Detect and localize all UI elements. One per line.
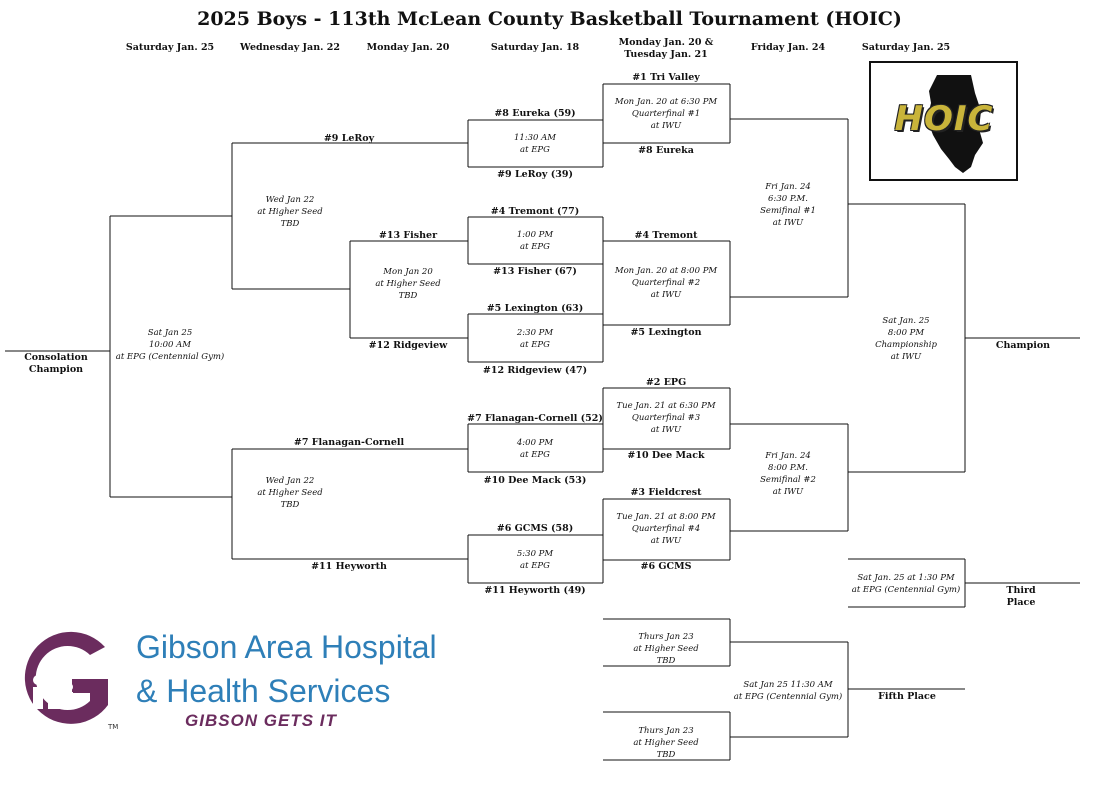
team-ridgeview: #12 Ridgeview	[368, 340, 448, 351]
team-flanagan-score: #7 Flanagan-Cornell (52)	[467, 413, 603, 424]
hoic-logo: HOIC	[869, 61, 1018, 181]
sponsor-trademark: TM	[108, 723, 119, 731]
team-tremont-score: #4 Tremont (77)	[490, 206, 580, 217]
team-tremont: #4 Tremont	[634, 230, 698, 241]
third-place-label: Third Place	[1006, 585, 1036, 608]
quarterfinal-3-info: Tue Jan. 21 at 6:30 PM Quarterfinal #3 a…	[616, 401, 716, 435]
team-fisher: #13 Fisher	[378, 230, 438, 241]
team-eureka-score: #8 Eureka (59)	[494, 108, 576, 119]
day-header-consolation-semi: Wednesday Jan. 22	[240, 42, 340, 53]
game-2-info: 1:00 PM at EPG	[516, 230, 554, 252]
team-leroy: #9 LeRoy	[323, 133, 375, 144]
game-4-info: 4:00 PM at EPG	[516, 438, 554, 460]
team-fisher-score: #13 Fisher (67)	[493, 266, 577, 277]
gibson-sponsor-logo: Gibson Area Hospital & Health Services G…	[10, 625, 480, 735]
third-place-game-info: Sat Jan. 25 at 1:30 PM at EPG (Centennia…	[851, 573, 961, 595]
team-flanagan: #7 Flanagan-Cornell	[293, 437, 405, 448]
consolation-first-info: Mon Jan 20 at Higher Seed TBD	[375, 267, 441, 301]
game-5-info: 5:30 PM at EPG	[516, 549, 554, 571]
fifth-place-semi-1-info: Thurs Jan 23 at Higher Seed TBD	[633, 632, 699, 666]
team-lexington: #5 Lexington	[630, 327, 702, 338]
day-header-quarterfinals: Monday Jan. 20 & Tuesday Jan. 21	[618, 37, 714, 60]
sponsor-slogan: GIBSON GETS IT	[185, 711, 337, 730]
consolation-champion-label: Consolation Champion	[24, 352, 88, 375]
team-epg: #2 EPG	[645, 377, 687, 388]
team-ridgeview-score: #12 Ridgeview (47)	[482, 365, 588, 376]
game-1-info: 11:30 AM at EPG	[513, 133, 557, 155]
consolation-semi-1-info: Wed Jan 22 at Higher Seed TBD	[257, 195, 323, 229]
gibson-g-icon	[24, 631, 109, 724]
day-header-finals: Saturday Jan. 25	[861, 42, 951, 53]
consolation-final-info: Sat Jan 25 10:00 AM at EPG (Centennial G…	[115, 328, 225, 362]
team-tri-valley: #1 Tri Valley	[632, 72, 700, 83]
sponsor-name-line-1: Gibson Area Hospital	[136, 629, 437, 665]
team-heyworth-score: #11 Heyworth (49)	[484, 585, 586, 596]
semifinal-1-info: Fri Jan. 24 6:30 P.M. Semifinal #1 at IW…	[760, 182, 816, 228]
team-heyworth: #11 Heyworth	[311, 561, 387, 572]
team-gcms: #6 GCMS	[640, 561, 692, 572]
team-gcms-score: #6 GCMS (58)	[496, 523, 574, 534]
semifinal-2-info: Fri Jan. 24 8:00 P.M. Semifinal #2 at IW…	[760, 451, 816, 497]
team-dee-mack-score: #10 Dee Mack (53)	[483, 475, 587, 486]
hoic-logo-text: HOIC	[894, 99, 994, 139]
illinois-map-icon	[927, 75, 983, 173]
team-fieldcrest: #3 Fieldcrest	[630, 487, 702, 498]
day-header-consolation-first: Monday Jan. 20	[366, 42, 450, 53]
team-dee-mack: #10 Dee Mack	[627, 450, 705, 461]
champion-label: Champion	[995, 340, 1051, 351]
consolation-semi-2-info: Wed Jan 22 at Higher Seed TBD	[257, 476, 323, 510]
quarterfinal-2-info: Mon Jan. 20 at 8:00 PM Quarterfinal #2 a…	[614, 266, 718, 300]
quarterfinal-1-info: Mon Jan. 20 at 6:30 PM Quarterfinal #1 a…	[614, 97, 718, 131]
championship-info: Sat Jan. 25 8:00 PM Championship at IWU	[875, 316, 937, 362]
team-eureka: #8 Eureka	[638, 145, 694, 156]
day-header-first-round: Saturday Jan. 18	[490, 42, 580, 53]
sponsor-name-line-2: & Health Services	[136, 673, 391, 709]
page-title: 2025 Boys - 113th McLean County Basketba…	[197, 8, 902, 30]
day-header-semifinals: Friday Jan. 24	[750, 42, 826, 53]
day-header-consolation-final: Saturday Jan. 25	[125, 42, 215, 53]
team-lexington-score: #5 Lexington (63)	[486, 303, 584, 314]
game-3-info: 2:30 PM at EPG	[516, 328, 554, 350]
quarterfinal-4-info: Tue Jan. 21 at 8:00 PM Quarterfinal #4 a…	[616, 512, 716, 546]
fifth-place-label: Fifth Place	[878, 691, 936, 702]
fifth-place-game-info: Sat Jan 25 11:30 AM at EPG (Centennial G…	[733, 680, 843, 702]
team-leroy-score: #9 LeRoy (39)	[497, 169, 573, 180]
fifth-place-semi-2-info: Thurs Jan 23 at Higher Seed TBD	[633, 726, 699, 760]
